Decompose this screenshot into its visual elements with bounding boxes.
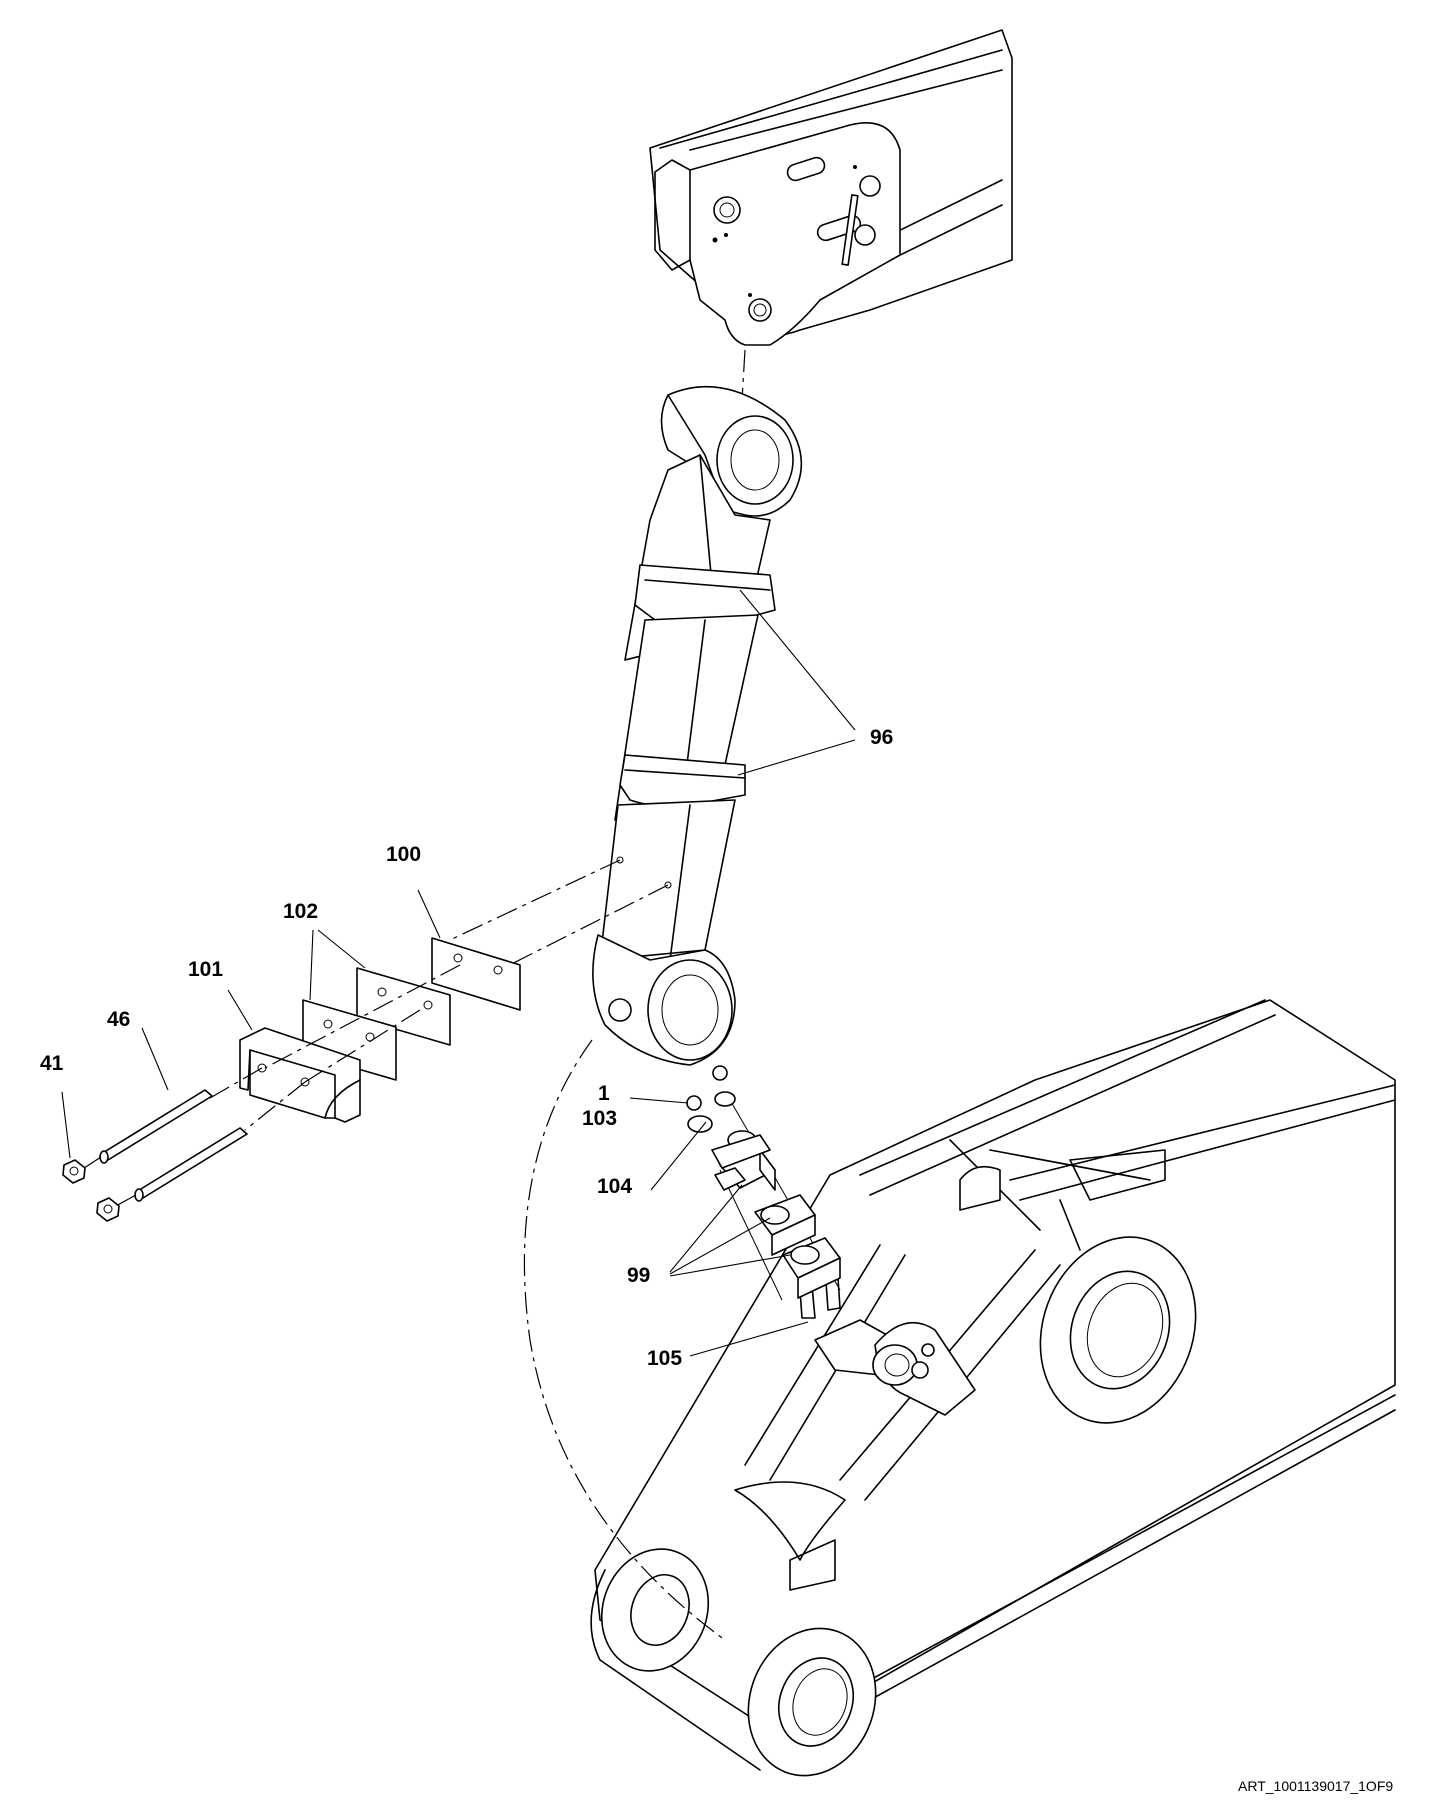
- wear-pads-and-fasteners: [62, 859, 669, 1222]
- callout-104: 104: [597, 1175, 632, 1198]
- upper-boom: [649, 29, 1013, 401]
- callout-46: 46: [107, 1008, 130, 1031]
- callout-99: 99: [627, 1264, 650, 1287]
- leader-lines: [61, 589, 856, 1357]
- callout-labels: 96 100 102 101 46 41 1 103 104 99 105: [40, 726, 893, 1370]
- clamp-stack: [686, 1065, 841, 1301]
- callout-1: 1: [598, 1082, 610, 1105]
- callout-105: 105: [647, 1347, 682, 1370]
- callout-102: 102: [283, 900, 318, 923]
- lower-boom: [590, 999, 1396, 1777]
- art-id-label: ART_1001139017_1OF9: [1238, 1778, 1393, 1794]
- swing-path: [523, 1039, 726, 1641]
- callout-41: 41: [40, 1052, 64, 1075]
- callout-100: 100: [386, 843, 421, 866]
- hydraulic-cylinder: [592, 385, 803, 1066]
- callout-103: 103: [582, 1107, 617, 1130]
- callout-96: 96: [870, 726, 893, 749]
- callout-101: 101: [188, 958, 223, 981]
